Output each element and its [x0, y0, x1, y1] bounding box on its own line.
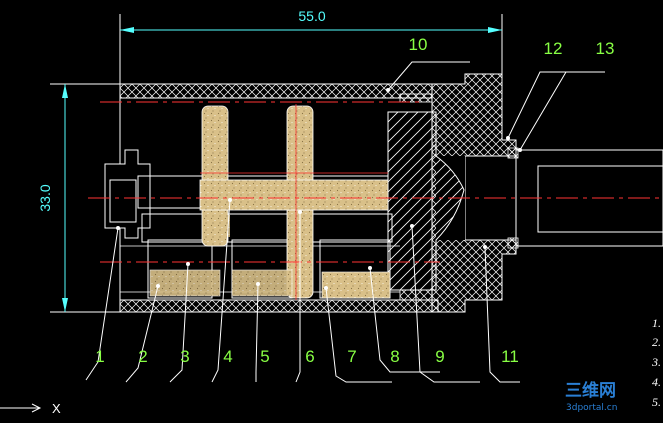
gears: [149, 105, 391, 299]
watermark: 三维网 3dportal.cn: [565, 380, 617, 413]
part-label-11: 11: [501, 347, 519, 366]
part-label-9: 9: [435, 347, 444, 366]
watermark-site: 3dportal.cn: [566, 403, 617, 413]
note-2: 2.: [652, 335, 661, 349]
leader-lines: [85, 61, 605, 383]
housing: [119, 83, 439, 313]
part-label-6: 6: [305, 347, 314, 366]
ucs-axis-icon: X: [0, 401, 61, 416]
note-3: 3.: [651, 355, 661, 369]
watermark-logo: 三维网: [565, 380, 616, 401]
height-dimension-text: 33.0: [37, 184, 53, 211]
part-label-10: 10: [409, 35, 428, 54]
leader-dots: [116, 88, 522, 290]
dimension-width: 55.0: [119, 8, 503, 92]
part-label-3: 3: [180, 347, 189, 366]
part-label-8: 8: [390, 347, 399, 366]
note-1: 1.: [652, 316, 661, 330]
part-label-13: 13: [596, 39, 615, 58]
note-4: 4.: [652, 375, 661, 389]
note-5: 5.: [652, 395, 661, 409]
center-lines: [88, 101, 663, 300]
dimension-height: 33.0: [37, 83, 120, 313]
part-label-1: 1: [95, 347, 104, 366]
part-label-7: 7: [347, 347, 356, 366]
width-dimension-text: 55.0: [298, 8, 325, 24]
carrier-plate: [387, 111, 465, 291]
notes: 1. 2. 3. 4. 5.: [651, 316, 661, 409]
part-label-4: 4: [223, 347, 232, 366]
part-label-5: 5: [260, 347, 269, 366]
part-labels: 1 2 3 4 5 6 7 8 9 10 11 12 13: [95, 35, 614, 366]
axis-label: X: [52, 401, 61, 416]
part-label-12: 12: [544, 39, 563, 58]
part-label-2: 2: [138, 347, 147, 366]
